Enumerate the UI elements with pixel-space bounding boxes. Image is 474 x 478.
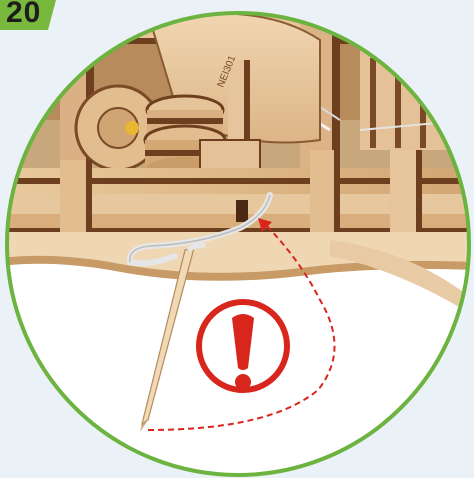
step-number: 20 (6, 0, 41, 29)
exclamation-in-circle-icon (199, 302, 287, 390)
step-badge: 20 (0, 0, 60, 32)
